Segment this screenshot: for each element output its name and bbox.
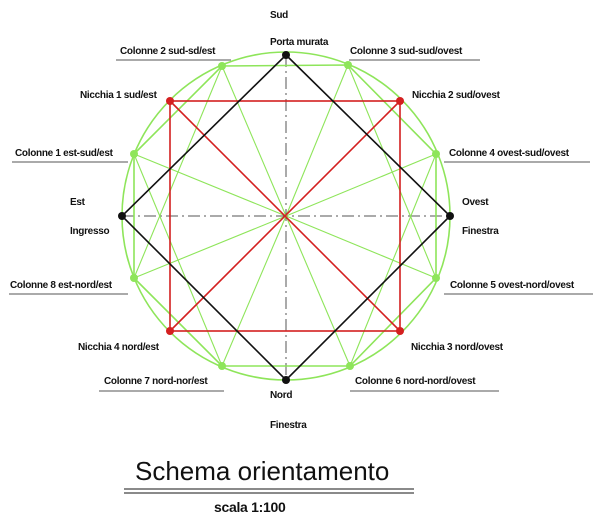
niches-square — [169, 100, 401, 332]
cardinal-points — [118, 51, 454, 384]
label-nicchia-2: Nicchia 2 sud/ovest — [412, 90, 501, 101]
scale-label: scala 1:100 — [214, 499, 286, 515]
label-colonne-7: Colonne 7 nord-nor/est — [104, 376, 208, 387]
label-colonne-6: Colonne 6 nord-nord/ovest — [355, 376, 476, 387]
column-labels: Colonne 1 est-sud/est Colonne 2 sud-sd/e… — [9, 46, 593, 392]
diagram-title: Schema orientamento — [135, 456, 389, 486]
label-finestra-nord: Finestra — [270, 420, 307, 431]
label-ovest: Ovest — [462, 197, 489, 208]
label-nicchia-4: Nicchia 4 nord/est — [78, 342, 160, 353]
label-colonne-5: Colonne 5 ovest-nord/ovest — [450, 280, 575, 291]
label-colonne-3: Colonne 3 sud-sud/ovest — [350, 46, 463, 57]
label-colonne-2: Colonne 2 sud-sd/est — [120, 46, 216, 57]
label-nord: Nord — [270, 390, 292, 401]
label-colonne-4: Colonne 4 ovest-sud/ovest — [449, 148, 570, 159]
label-sud: Sud — [270, 10, 288, 21]
label-colonne-1: Colonne 1 est-sud/est — [15, 148, 114, 159]
niche-points — [166, 97, 404, 335]
label-ingresso: Ingresso — [70, 226, 109, 237]
label-colonne-8: Colonne 8 est-nord/est — [10, 280, 113, 291]
label-porta-murata: Porta murata — [270, 37, 329, 48]
label-nicchia-3: Nicchia 3 nord/ovest — [411, 342, 504, 353]
label-est: Est — [70, 197, 86, 208]
label-nicchia-1: Nicchia 1 sud/est — [80, 90, 158, 101]
column-points — [130, 61, 440, 370]
label-finestra-ovest: Finestra — [462, 226, 499, 237]
